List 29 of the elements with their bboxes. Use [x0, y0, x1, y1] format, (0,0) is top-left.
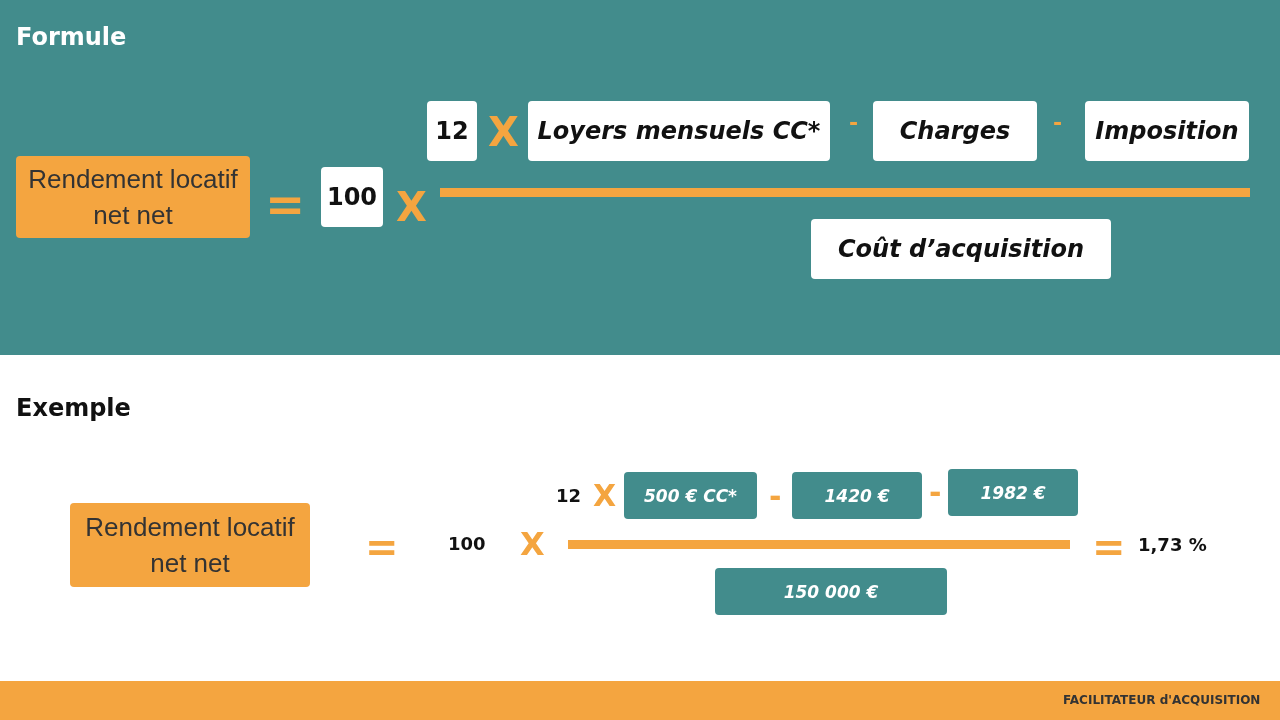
minus-sign: - — [769, 482, 782, 512]
number-text: 12 — [556, 487, 582, 505]
minus-sign: - — [1053, 112, 1063, 134]
minus-sign: - — [849, 112, 859, 134]
number-box: 100 — [321, 167, 383, 227]
equals-sign: = — [365, 527, 399, 567]
value-box: 150 000 € — [715, 568, 947, 615]
formula-term-box: Charges — [873, 101, 1037, 161]
equals-sign: = — [1092, 527, 1126, 567]
multiply-sign: X — [593, 481, 617, 511]
value-box: 500 € CC* — [624, 472, 757, 519]
tagline: FACILITATEUR d'ACQUISITION — [1063, 694, 1261, 706]
result-label: Rendement locatif net net — [70, 503, 310, 587]
equals-sign: = — [265, 180, 306, 228]
minus-sign: - — [929, 478, 942, 508]
formula-term-box: Loyers mensuels CC* — [528, 101, 830, 161]
multiply-sign: X — [488, 112, 519, 152]
value-box: 1420 € — [792, 472, 922, 519]
formula-term-box: Coût d’acquisition — [811, 219, 1111, 279]
section-heading: Exemple — [16, 396, 131, 420]
number-text: 100 — [448, 535, 486, 553]
number-text: 1,73 % — [1138, 536, 1207, 554]
value-box: 1982 € — [948, 469, 1078, 516]
formula-term-box: Imposition — [1085, 101, 1249, 161]
multiply-sign: X — [520, 528, 545, 560]
number-box: 12 — [427, 101, 477, 161]
result-label: Rendement locatif net net — [16, 156, 250, 238]
multiply-sign: X — [396, 187, 427, 227]
section-heading: Formule — [16, 25, 127, 49]
